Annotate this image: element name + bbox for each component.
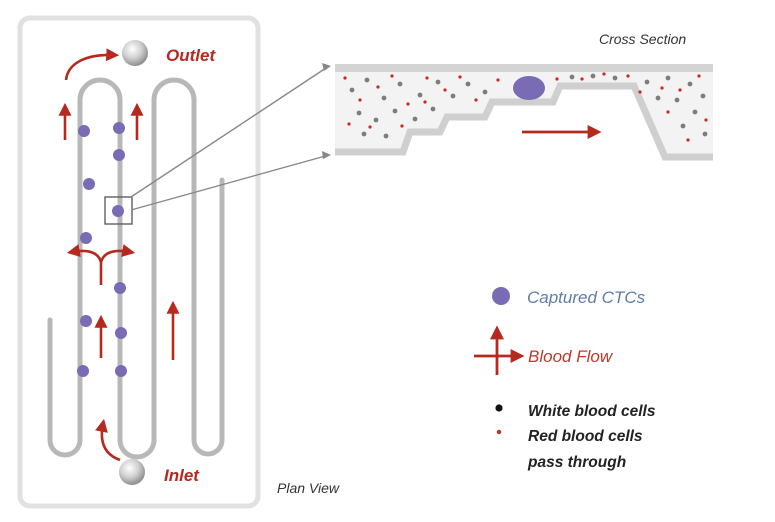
legend-blood-flow: Blood Flow <box>528 347 614 366</box>
white-blood-cell <box>703 132 708 137</box>
white-blood-cell <box>645 80 650 85</box>
white-blood-cell <box>693 110 698 115</box>
white-blood-cell <box>418 93 423 98</box>
red-blood-cell <box>425 76 428 79</box>
captured-ctc <box>115 365 127 377</box>
red-blood-cell <box>496 78 499 81</box>
red-blood-cell <box>626 74 629 77</box>
legend-rbc-marker <box>497 430 501 434</box>
red-blood-cell <box>638 90 641 93</box>
white-blood-cell <box>681 124 686 129</box>
red-blood-cell <box>678 88 681 91</box>
legend: Captured CTCs Blood Flow White blood cel… <box>474 287 656 471</box>
legend-wbc-marker <box>495 404 502 411</box>
white-blood-cell <box>613 76 618 81</box>
white-blood-cell <box>357 111 362 116</box>
red-blood-cell <box>686 138 689 141</box>
red-blood-cell <box>400 124 403 127</box>
white-blood-cell <box>365 78 370 83</box>
red-blood-cell <box>343 76 346 79</box>
red-blood-cell <box>660 86 663 89</box>
red-blood-cell <box>474 98 477 101</box>
channel-top-wall <box>335 64 713 72</box>
captured-ctc-cross-section <box>513 76 545 100</box>
captured-ctc <box>77 365 89 377</box>
white-blood-cell <box>675 98 680 103</box>
red-blood-cell <box>368 125 371 128</box>
outlet-port <box>122 40 148 66</box>
white-blood-cell <box>688 82 693 87</box>
captured-ctc <box>113 122 125 134</box>
red-blood-cell <box>666 110 669 113</box>
red-blood-cell <box>390 74 393 77</box>
white-blood-cell <box>398 82 403 87</box>
white-blood-cell <box>382 96 387 101</box>
legend-red-blood-cells-line1: Red blood cells <box>528 428 643 445</box>
legend-captured-ctcs: Captured CTCs <box>527 288 646 307</box>
white-blood-cell <box>374 118 379 123</box>
white-blood-cell <box>362 132 367 137</box>
captured-ctc <box>113 149 125 161</box>
white-blood-cell <box>393 109 398 114</box>
red-blood-cell <box>406 102 409 105</box>
cross-section: Cross Section <box>335 31 713 157</box>
zoom-connector-bottom-head <box>322 151 331 159</box>
white-blood-cell <box>436 80 441 85</box>
captured-ctc <box>83 178 95 190</box>
captured-ctc <box>112 205 124 217</box>
captured-ctc <box>78 125 90 137</box>
red-blood-cell <box>443 88 446 91</box>
white-blood-cell <box>413 117 418 122</box>
white-blood-cell <box>570 75 575 80</box>
captured-ctc <box>114 282 126 294</box>
captured-ctc <box>80 232 92 244</box>
white-blood-cell <box>431 107 436 112</box>
plan-view-label: Plan View <box>277 480 340 496</box>
red-blood-cell <box>580 77 583 80</box>
white-blood-cell <box>483 90 488 95</box>
captured-ctc <box>115 327 127 339</box>
inlet-port <box>119 459 145 485</box>
white-blood-cell <box>701 94 706 99</box>
red-blood-cell <box>697 74 700 77</box>
red-blood-cell <box>358 98 361 101</box>
inlet-label: Inlet <box>164 466 200 485</box>
red-blood-cell <box>347 122 350 125</box>
red-blood-cell <box>602 72 605 75</box>
white-blood-cell <box>384 134 389 139</box>
white-blood-cell <box>466 82 471 87</box>
legend-white-blood-cells: White blood cells <box>528 403 656 420</box>
legend-ctc-marker <box>492 287 510 305</box>
outlet-label: Outlet <box>166 46 216 65</box>
white-blood-cell <box>350 88 355 93</box>
red-blood-cell <box>376 85 379 88</box>
white-blood-cell <box>656 96 661 101</box>
red-blood-cell <box>704 118 707 121</box>
cross-section-label: Cross Section <box>599 31 686 47</box>
white-blood-cell <box>591 74 596 79</box>
legend-red-blood-cells-line2: pass through <box>527 454 626 471</box>
red-blood-cell <box>423 100 426 103</box>
white-blood-cell <box>451 94 456 99</box>
red-blood-cell <box>458 75 461 78</box>
white-blood-cell <box>666 76 671 81</box>
red-blood-cell <box>555 77 558 80</box>
captured-ctc <box>80 315 92 327</box>
